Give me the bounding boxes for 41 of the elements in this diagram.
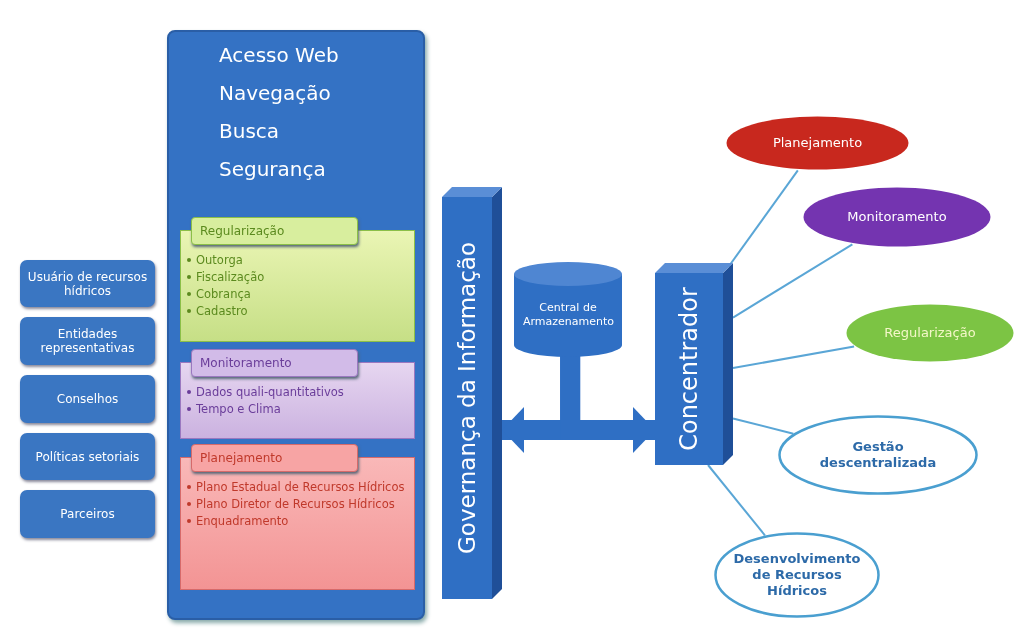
bullet-item: Fiscalização xyxy=(187,270,408,284)
topic-ellipse xyxy=(725,115,910,171)
storage-label: Central de Armazenamento xyxy=(523,300,613,329)
vertical-label: Concentrador xyxy=(675,287,703,451)
panel-heading: Acesso Web xyxy=(219,42,339,69)
vertical-label: Governança da Informação xyxy=(454,242,480,554)
bullet-item: Outorga xyxy=(187,253,408,267)
connector-line xyxy=(707,464,766,537)
topic-ellipse xyxy=(802,186,992,248)
section-tab: Monitoramento xyxy=(191,349,358,377)
connector-line xyxy=(732,345,856,370)
bullet-item: Plano Diretor de Recursos Hídricos xyxy=(187,497,408,511)
topic-label: Regularização xyxy=(884,325,976,341)
service-panel xyxy=(167,30,425,620)
bullet-item: Cadastro xyxy=(187,304,408,318)
connector-line xyxy=(732,243,854,319)
topic-label: Desenvolvimento de Recursos Hídricos xyxy=(732,551,862,599)
panel-heading: Navegação xyxy=(219,80,331,107)
connector-line xyxy=(732,417,795,435)
bullet-item: Enquadramento xyxy=(187,514,408,528)
actor-box: Políticas setoriais xyxy=(20,433,155,480)
bullet-item: Plano Estadual de Recursos Hídricos xyxy=(187,480,408,494)
panel-heading: Segurança xyxy=(219,156,326,183)
topic-ellipse xyxy=(714,532,880,618)
double-arrow xyxy=(560,355,655,453)
actor-box: Parceiros xyxy=(20,490,155,538)
section-tab: Planejamento xyxy=(191,444,358,472)
topic-ellipse xyxy=(845,303,1015,363)
actor-box: Conselhos xyxy=(20,375,155,423)
actor-box: Usuário de recursos hídricos xyxy=(20,260,155,307)
bullet-item: Cobrança xyxy=(187,287,408,301)
storage-cylinder xyxy=(514,262,622,357)
section-tab: Regularização xyxy=(191,217,358,245)
topic-ellipse xyxy=(778,415,978,495)
topic-label: Planejamento xyxy=(772,135,863,151)
actor-box: Entidades representativas xyxy=(20,317,155,365)
topic-label: Gestão descentralizada xyxy=(818,439,938,471)
panel-heading: Busca xyxy=(219,118,280,145)
bullet-item: Tempo e Clima xyxy=(187,402,408,416)
topic-label: Monitoramento xyxy=(847,209,947,225)
bullet-item: Dados quali-quantitativos xyxy=(187,385,408,399)
